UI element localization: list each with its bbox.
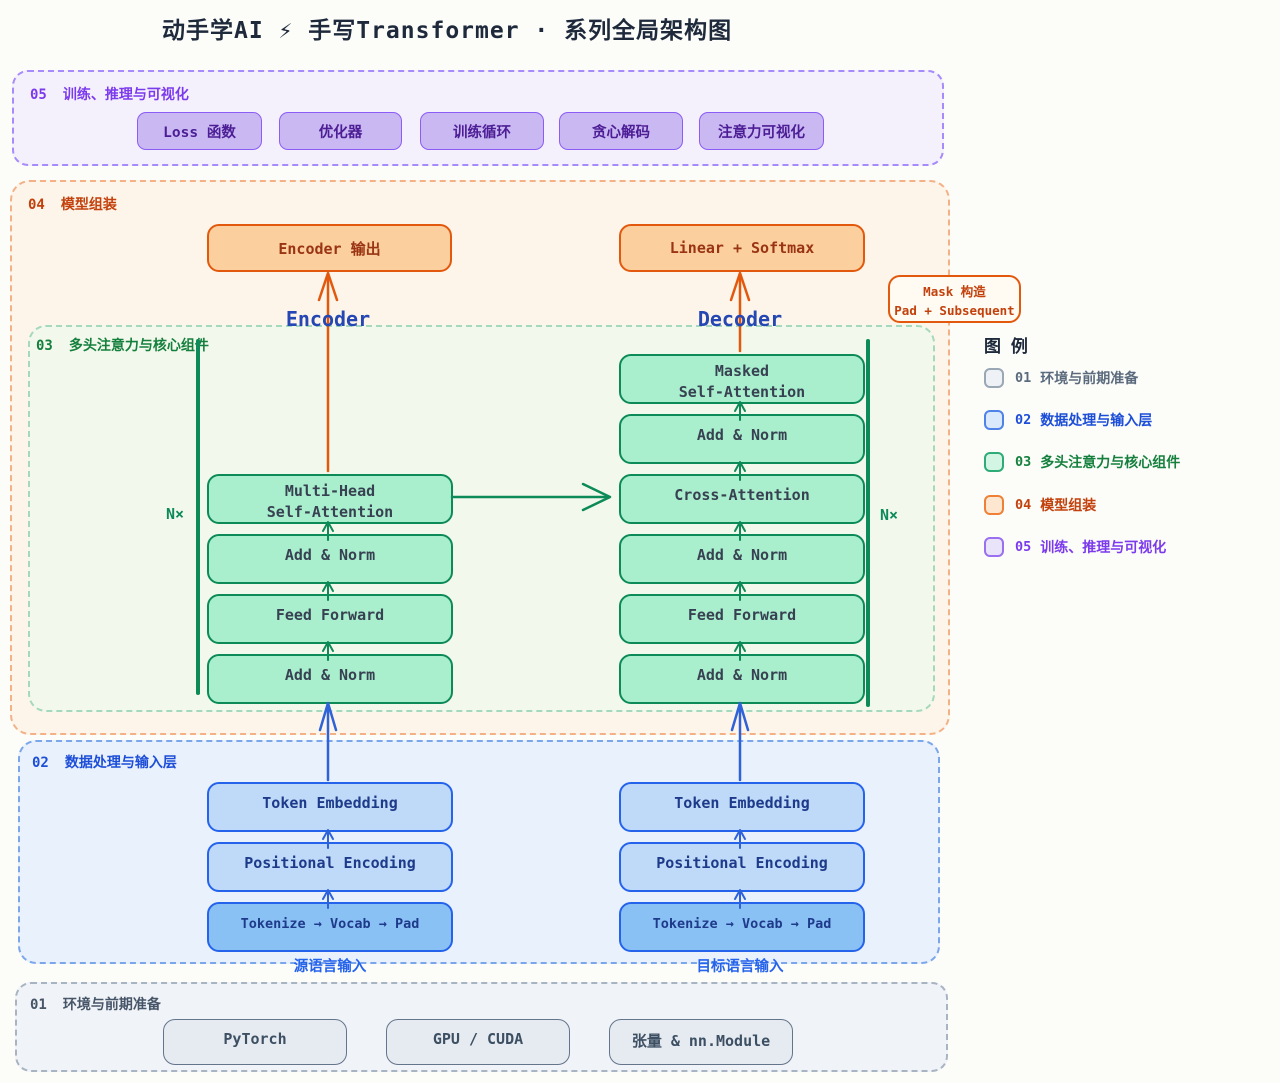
decoder-column-label: Decoder [697,307,783,331]
node-src-positional-encoding: Positional Encoding [207,842,453,892]
legend-title: 图 例 [984,337,1030,357]
legend-swatch-model-assembly [984,495,1004,515]
nx-label-left: N× [165,505,185,523]
legend-swatch-training [984,537,1004,557]
section-03-name: 多头注意力与核心组件 [68,338,209,354]
section-02-name: 数据处理与输入层 [64,755,177,771]
node-tgt-positional-encoding: Positional Encoding [619,842,865,892]
target-input-label: 目标语言输入 [696,959,784,975]
section-04-number: 04 [28,197,45,213]
node-decoder-add-norm-2: Add & Norm [619,534,865,584]
node-tgt-token-embedding: Token Embedding [619,782,865,832]
node-src-tokenize-vocab-pad: Tokenize → Vocab → Pad [207,902,453,952]
legend-label: 训练、推理与可视化 [1040,540,1167,556]
legend-num: 05 [1015,539,1032,555]
section-05-name: 训练、推理与可视化 [62,87,189,103]
legend-label: 数据处理与输入层 [1040,413,1153,429]
node-encoder-output: Encoder 输出 [207,224,452,272]
node-pytorch: PyTorch [163,1019,347,1065]
encoder-column-label: Encoder [285,307,371,331]
node-decoder-masked-self-attention: Masked Self-Attention [619,354,865,404]
section-01-label: 01 环境与前期准备 [30,994,161,1014]
legend-item-04: 04 模型组装 [984,495,1096,515]
legend-num: 03 [1015,454,1032,470]
node-tgt-tokenize-vocab-pad: Tokenize → Vocab → Pad [619,902,865,952]
section-02-label: 02 数据处理与输入层 [32,752,177,772]
legend-item-05: 05 训练、推理与可视化 [984,537,1166,557]
legend-item-02: 02 数据处理与输入层 [984,410,1152,430]
node-optimizer: 优化器 [279,112,402,150]
section-01-name: 环境与前期准备 [62,997,161,1013]
legend-num: 01 [1015,370,1032,386]
section-05-number: 05 [30,87,47,103]
legend-item-03: 03 多头注意力与核心组件 [984,452,1180,472]
section-02-number: 02 [32,755,49,771]
node-src-token-embedding: Token Embedding [207,782,453,832]
section-data-input: 02 数据处理与输入层 Token Embedding Positional En… [18,740,940,964]
legend-label: 模型组装 [1040,498,1097,514]
section-environment: 01 环境与前期准备 PyTorch GPU / CUDA 张量 & nn.Mod… [15,982,948,1072]
section-04-name: 模型组装 [60,197,117,213]
node-tensor-nnmodule: 张量 & nn.Module [609,1019,793,1065]
node-linear-softmax: Linear + Softmax [619,224,865,272]
legend-num: 02 [1015,412,1032,428]
section-01-number: 01 [30,997,47,1013]
node-encoder-feed-forward: Feed Forward [207,594,453,644]
node-loss-function: Loss 函数 [137,112,262,150]
section-03-label: 03 多头注意力与核心组件 [36,335,209,355]
legend-num: 04 [1015,497,1032,513]
node-encoder-add-norm-1: Add & Norm [207,534,453,584]
nx-repeat-line-left [196,339,200,695]
node-greedy-decoding: 贪心解码 [559,112,683,150]
node-training-loop: 训练循环 [420,112,544,150]
section-05-label: 05 训练、推理与可视化 [30,84,189,104]
section-04-label: 04 模型组装 [28,194,117,214]
legend-label: 多头注意力与核心组件 [1040,455,1181,471]
section-attention-core: 03 多头注意力与核心组件 N× N× Multi-Head Self-Atten… [28,325,935,712]
node-decoder-add-norm-1: Add & Norm [619,414,865,464]
node-encoder-add-norm-2: Add & Norm [207,654,453,704]
legend-swatch-attention-core [984,452,1004,472]
node-gpu-cuda: GPU / CUDA [386,1019,570,1065]
node-attention-visualization: 注意力可视化 [699,112,824,150]
source-input-label: 源语言输入 [293,959,367,975]
node-decoder-add-norm-3: Add & Norm [619,654,865,704]
legend-item-01: 01 环境与前期准备 [984,368,1138,388]
section-03-number: 03 [36,338,53,354]
nx-label-right: N× [879,506,899,524]
page-title: 动手学AI ⚡ 手写Transformer · 系列全局架构图 [162,18,733,44]
legend-swatch-environment [984,368,1004,388]
node-mask-construction: Mask 构造 Pad + Subsequent [888,275,1021,323]
legend-label: 环境与前期准备 [1040,371,1139,387]
legend: 图 例 01 环境与前期准备 02 数据处理与输入层 03 多头注意力与核心组件… [984,332,1254,582]
section-training-inference: 05 训练、推理与可视化 Loss 函数 优化器 训练循环 贪心解码 注意力可视化 [12,70,944,166]
legend-swatch-data-input [984,410,1004,430]
node-decoder-cross-attention: Cross-Attention [619,474,865,524]
node-encoder-multihead-self-attention: Multi-Head Self-Attention [207,474,453,524]
nx-repeat-line-right [866,339,870,707]
node-decoder-feed-forward: Feed Forward [619,594,865,644]
